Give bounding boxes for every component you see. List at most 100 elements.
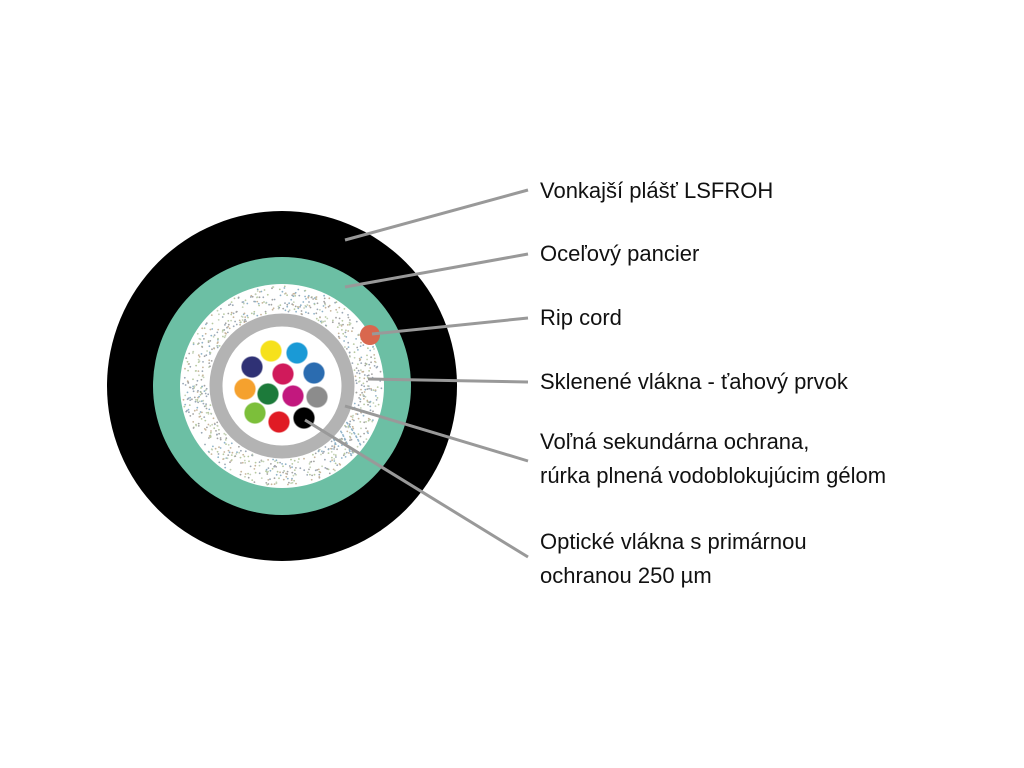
glass-yarn-dot — [273, 477, 276, 480]
glass-yarn-dot — [373, 348, 375, 350]
glass-yarn-dot — [360, 341, 362, 344]
glass-yarn-dot — [271, 286, 274, 288]
glass-yarn-dot — [356, 413, 359, 416]
glass-yarn-dot — [271, 308, 274, 311]
glass-yarn-dot — [226, 457, 229, 460]
glass-yarn-dot — [184, 367, 186, 370]
glass-yarn-dot — [308, 301, 310, 303]
glass-yarn-dot — [202, 376, 205, 379]
glass-yarn-dot — [272, 458, 274, 461]
glass-yarn-dot — [255, 296, 258, 299]
glass-yarn-dot — [284, 309, 287, 312]
glass-yarn-dot — [356, 445, 359, 448]
glass-yarn-dot — [256, 288, 259, 291]
glass-yarn-dot — [353, 402, 356, 405]
glass-yarn-dot — [207, 423, 210, 426]
glass-yarn-dot — [282, 307, 285, 310]
glass-yarn-dot — [294, 305, 297, 308]
glass-yarn-dot — [184, 384, 187, 386]
glass-yarn-dot — [221, 331, 224, 333]
glass-yarn-dot — [295, 482, 297, 485]
glass-yarn-dot — [362, 414, 365, 417]
glass-yarn-dot — [314, 452, 317, 455]
glass-yarn-dot — [273, 483, 276, 485]
glass-yarn-dot — [358, 376, 361, 379]
glass-yarn-dot — [193, 385, 196, 387]
glass-yarn-dot — [325, 467, 328, 470]
glass-yarn-dot — [198, 395, 201, 398]
glass-yarn-dot — [306, 304, 309, 306]
glass-yarn-dot — [208, 408, 211, 411]
glass-yarn-dot — [189, 386, 192, 389]
glass-yarn-dot — [210, 431, 212, 434]
glass-yarn-dot — [359, 394, 362, 396]
glass-yarn-dot — [380, 387, 383, 390]
glass-yarn-dot — [232, 316, 235, 319]
glass-yarn-dot — [359, 443, 362, 446]
glass-yarn-dot — [290, 482, 292, 485]
glass-yarn-dot — [336, 326, 339, 328]
glass-yarn-dot — [351, 418, 354, 421]
glass-yarn-dot — [327, 305, 330, 308]
glass-yarn-dot — [357, 433, 360, 436]
glass-yarn-dot — [209, 404, 212, 406]
glass-yarn-dot — [323, 294, 325, 297]
glass-yarn-dot — [348, 323, 351, 326]
glass-yarn-dot — [234, 320, 237, 323]
glass-yarn-dot — [333, 453, 335, 456]
glass-yarn-dot — [238, 445, 240, 448]
glass-yarn-dot — [207, 340, 210, 342]
glass-yarn-dot — [349, 420, 352, 423]
glass-yarn-dot — [279, 304, 282, 307]
glass-yarn-dot — [303, 457, 305, 460]
glass-yarn-dot — [278, 306, 281, 309]
glass-yarn-dot — [290, 298, 293, 301]
glass-yarn-dot — [322, 305, 325, 307]
glass-yarn-dot — [224, 322, 227, 325]
glass-yarn-dot — [303, 469, 306, 472]
glass-yarn-dot — [209, 425, 212, 427]
glass-yarn-dot — [367, 374, 370, 377]
glass-yarn-dot — [339, 463, 342, 466]
glass-yarn-dot — [230, 311, 233, 314]
glass-yarn-dot — [260, 460, 263, 463]
glass-yarn-dot — [260, 290, 263, 293]
glass-yarn-dot — [282, 471, 284, 474]
glass-yarn-dot — [244, 462, 247, 464]
glass-yarn-dot — [264, 312, 267, 315]
glass-yarn-dot — [189, 399, 192, 401]
glass-yarn-dot — [218, 313, 220, 316]
glass-yarn-dot — [195, 370, 197, 372]
glass-yarn-dot — [239, 321, 242, 324]
glass-yarn-dot — [197, 425, 200, 427]
glass-yarn-dot — [262, 296, 265, 299]
glass-yarn-dot — [214, 447, 217, 450]
glass-yarn-dot — [366, 380, 368, 383]
glass-yarn-dot — [332, 468, 335, 471]
glass-yarn-dot — [211, 322, 214, 325]
glass-yarn-dot — [258, 472, 261, 475]
glass-yarn-dot — [213, 427, 216, 430]
glass-yarn-dot — [195, 423, 197, 426]
glass-yarn-dot — [372, 419, 374, 421]
glass-yarn-dot — [201, 346, 204, 348]
glass-yarn-dot — [374, 389, 377, 391]
glass-yarn-dot — [246, 302, 249, 305]
glass-yarn-dot — [373, 357, 376, 360]
glass-yarn-dot — [348, 321, 351, 324]
glass-yarn-dot — [327, 452, 330, 454]
glass-yarn-dot — [337, 445, 340, 447]
glass-yarn-dot — [204, 419, 207, 422]
glass-yarn-dot — [204, 443, 206, 446]
glass-yarn-dot — [206, 426, 208, 429]
glass-yarn-dot — [205, 395, 208, 398]
glass-yarn-dot — [210, 430, 212, 432]
glass-yarn-dot — [359, 345, 362, 348]
glass-yarn-dot — [366, 358, 368, 361]
glass-yarn-dot — [301, 313, 303, 316]
glass-yarn-dot — [305, 311, 307, 314]
glass-yarn-dot — [320, 321, 323, 324]
glass-yarn-dot — [299, 304, 302, 307]
glass-yarn-dot — [313, 312, 315, 315]
glass-yarn-dot — [333, 460, 336, 462]
